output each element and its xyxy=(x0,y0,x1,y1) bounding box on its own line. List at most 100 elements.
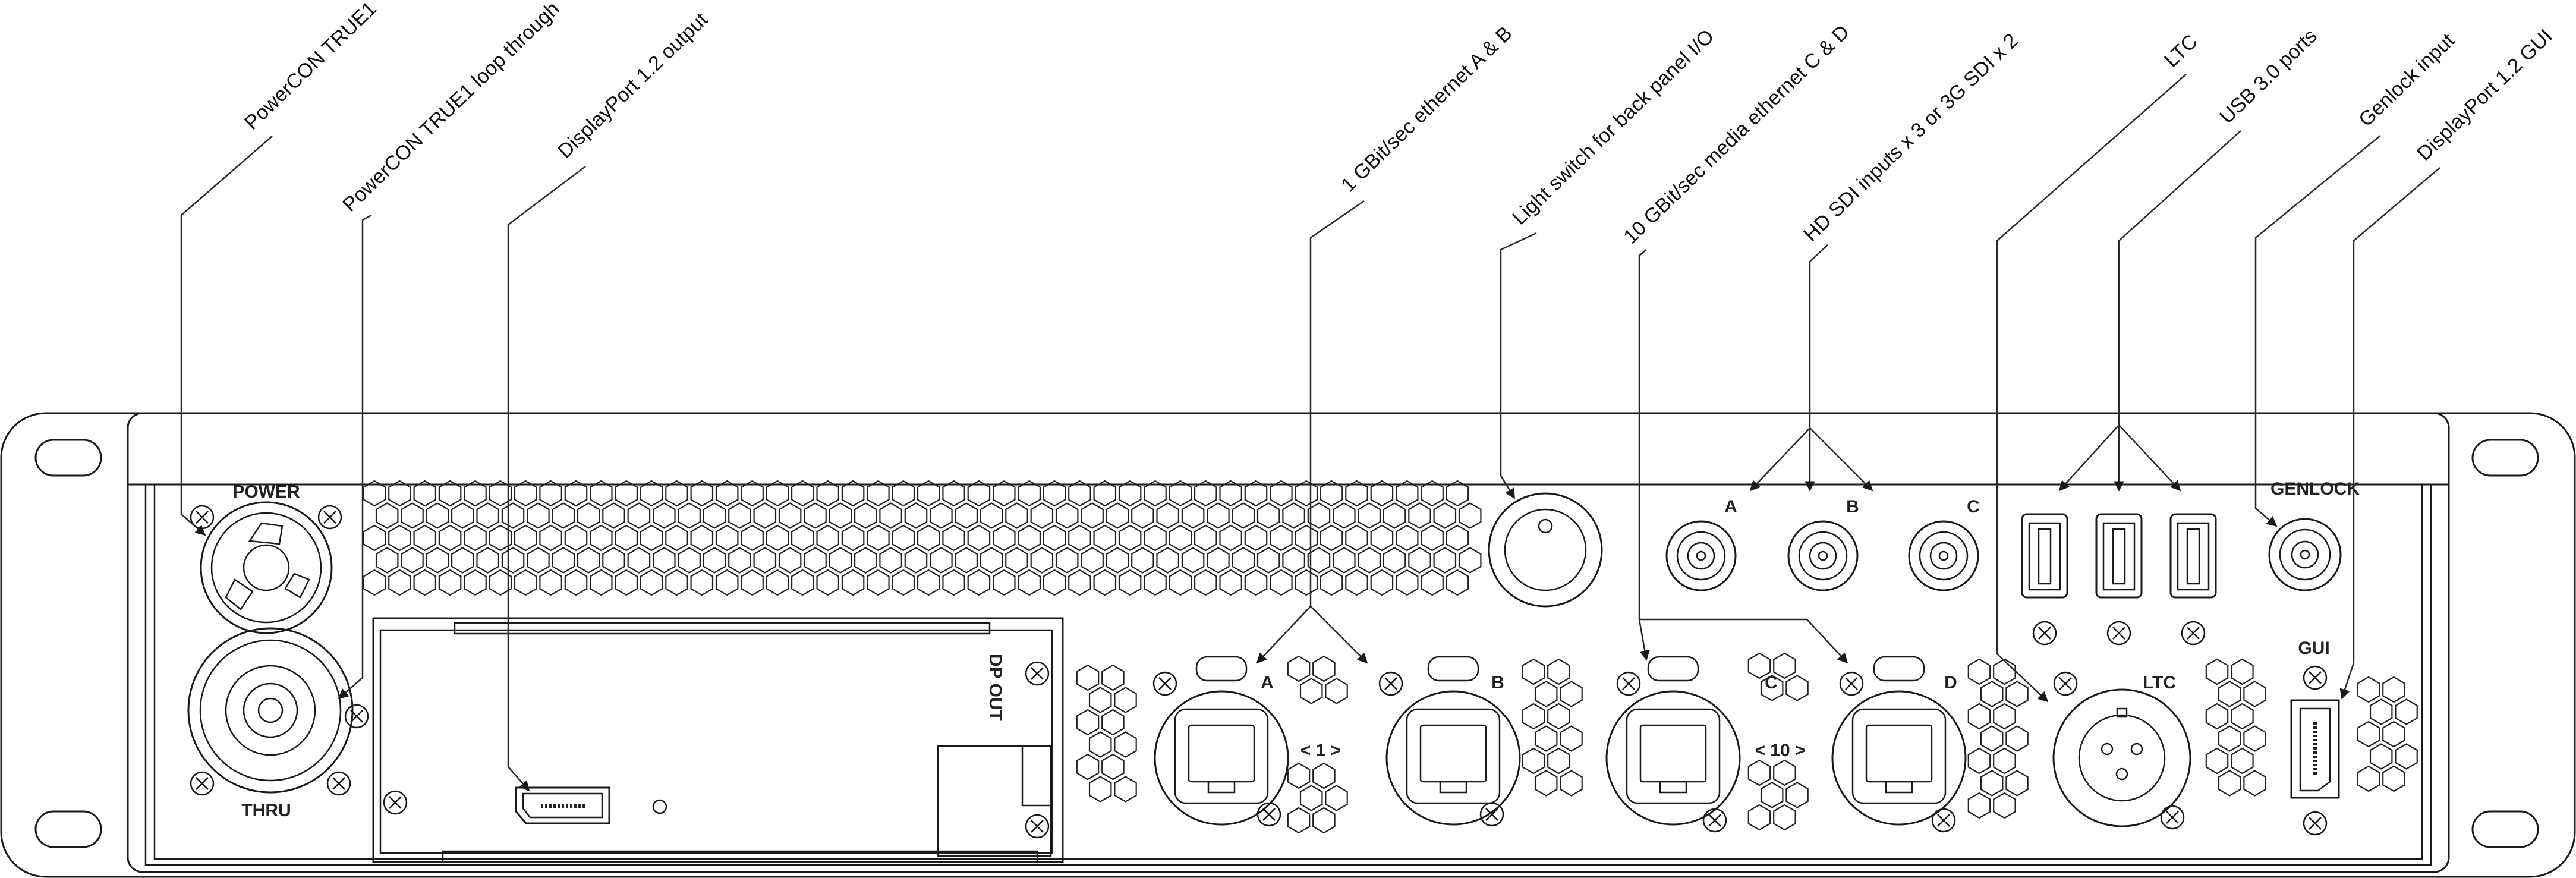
vent-hex xyxy=(1980,725,2004,752)
vent-hex xyxy=(514,480,537,507)
sdi-bnc-ring xyxy=(1919,531,1969,581)
dp-card-outline xyxy=(372,617,1064,863)
screw-head xyxy=(2303,811,2328,836)
screw-head xyxy=(2181,621,2206,646)
vent-hex xyxy=(1076,753,1100,781)
vent-hex xyxy=(917,569,940,596)
screw-slot xyxy=(1031,820,1044,833)
vent-hex xyxy=(690,524,714,552)
vent-hex xyxy=(967,569,991,596)
ethercon-frame xyxy=(1174,708,1269,804)
usb-port-housing xyxy=(2169,513,2217,599)
callout-usb-ports: USB 3.0 ports xyxy=(2215,24,2322,128)
vent-hex xyxy=(2357,765,2380,792)
screw xyxy=(344,704,369,729)
vent-hex xyxy=(1383,547,1406,574)
vent-hex xyxy=(615,569,638,596)
vent-hex xyxy=(1383,502,1406,529)
vent-hex xyxy=(980,502,1003,529)
sdi-bnc-input-c xyxy=(1908,520,1979,591)
rj45-socket xyxy=(1419,724,1487,783)
sdi-bnc-pin xyxy=(1818,550,1828,561)
powercon-in-center xyxy=(243,544,290,591)
screw-slot xyxy=(1937,814,1950,827)
vent-hex xyxy=(1030,502,1054,529)
screw-head xyxy=(2032,621,2057,646)
vent-hex xyxy=(980,547,1003,574)
usb-port-1 xyxy=(2021,513,2068,599)
vent-hex xyxy=(1030,547,1054,574)
vent-hex xyxy=(1370,569,1394,596)
vent-hex xyxy=(602,502,625,529)
vent-hex xyxy=(1118,524,1142,552)
vent-hex xyxy=(1993,747,2016,775)
leader-light-switch xyxy=(1500,232,1537,499)
usb-port-socket xyxy=(2177,522,2210,591)
screw xyxy=(1256,802,1281,827)
vent-hex xyxy=(1207,547,1230,574)
vent-hex xyxy=(1169,524,1192,552)
screw xyxy=(1839,671,1864,696)
vent-hex xyxy=(1144,524,1167,552)
label-ltc: LTC xyxy=(2143,673,2176,693)
screw-slot xyxy=(2038,627,2051,640)
vent-hex xyxy=(1446,524,1469,552)
rack-slot-bottom-right xyxy=(2471,810,2539,848)
vent-hex xyxy=(1207,502,1230,529)
sdi-bnc-ring xyxy=(1798,531,1848,581)
vent-hex xyxy=(678,547,701,574)
sdi-bnc-pin xyxy=(1696,550,1706,561)
leader-powercon-true1 xyxy=(180,136,273,536)
usb-port-3 xyxy=(2169,513,2217,599)
vent-hex xyxy=(602,547,625,574)
vent-hex xyxy=(1446,569,1469,596)
vent-hex xyxy=(2218,681,2241,707)
vent-hex xyxy=(816,480,840,507)
vent-hex xyxy=(1287,807,1311,834)
vent-hex xyxy=(1312,807,1336,834)
vent-hex xyxy=(728,547,751,574)
screw xyxy=(190,771,215,796)
ethercon-latch xyxy=(1873,656,1925,682)
vent-hex xyxy=(1325,785,1348,811)
vent-hex xyxy=(388,480,411,507)
label-thru: THRU xyxy=(241,801,291,820)
ethercon-frame xyxy=(1626,708,1721,804)
vent-hex xyxy=(438,480,462,507)
screw-slot xyxy=(1384,677,1397,690)
vent-hex xyxy=(1433,547,1457,574)
vent-hex xyxy=(1408,502,1431,529)
screw-head xyxy=(326,771,351,796)
genlock-connector: GENLOCK xyxy=(2268,479,2360,591)
vent-hex xyxy=(791,524,814,552)
screw-head xyxy=(1256,802,1281,827)
screw-head xyxy=(2303,665,2328,690)
sdi-bnc-ring xyxy=(1676,531,1726,581)
screw xyxy=(1702,808,1727,833)
powercon-thru-ring xyxy=(199,639,342,782)
label-sdi-b: B xyxy=(1846,497,1859,517)
vent-hex xyxy=(1967,658,1991,685)
screw xyxy=(1479,802,1504,827)
vent-hex-grid-sides xyxy=(1076,652,2418,834)
vent-hex xyxy=(2382,765,2405,792)
vent-hex xyxy=(992,569,1016,596)
label-eth-d: D xyxy=(1944,673,1957,693)
vent-hex xyxy=(1181,547,1205,574)
vent-hex xyxy=(375,547,399,574)
vent-hex xyxy=(514,524,537,552)
powercon-in-pin-1 xyxy=(248,522,284,545)
vent-hex xyxy=(1114,687,1137,713)
vent-hex xyxy=(539,480,562,507)
vent-hex xyxy=(829,547,852,574)
vent-hex xyxy=(451,547,474,574)
vent-hex xyxy=(489,524,512,552)
screw-head xyxy=(1839,671,1864,696)
leader-usb-1 xyxy=(2058,424,2120,492)
vent-hex xyxy=(892,569,915,596)
vent-hex xyxy=(1785,675,1809,701)
vent-hex xyxy=(1118,569,1142,596)
sdi-bnc-pin xyxy=(1938,550,1949,561)
vent-hex xyxy=(627,547,651,574)
